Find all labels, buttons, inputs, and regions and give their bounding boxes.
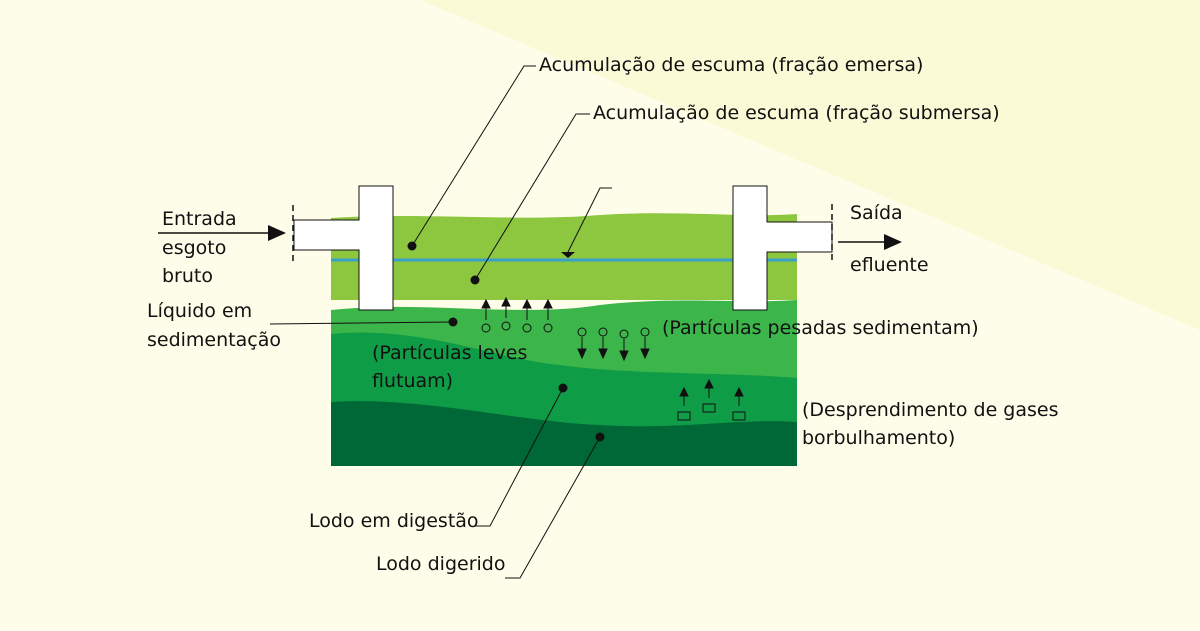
tank bbox=[331, 213, 797, 466]
inlet-pipe bbox=[293, 185, 394, 311]
outlet-pipe bbox=[732, 185, 833, 311]
leader-dots bbox=[407, 241, 605, 442]
label-light-particles-line1: (Partículas leves bbox=[372, 342, 528, 364]
circle-particle-icon bbox=[522, 323, 532, 333]
label-scum-submerged: Acumulação de escuma (fração submersa) bbox=[593, 102, 1000, 124]
leader-scum-submerged bbox=[474, 113, 590, 281]
circle-particle-icon bbox=[577, 327, 587, 337]
square-bubble-icon bbox=[732, 411, 746, 421]
digested-sludge-layer bbox=[331, 401, 797, 466]
arrow-up-icon bbox=[481, 298, 491, 320]
label-outlet-line1: Saída bbox=[850, 202, 903, 224]
inlet-arrow-icon bbox=[158, 225, 286, 241]
circle-particle-icon bbox=[619, 329, 629, 339]
label-inlet-line1: Entrada bbox=[162, 208, 237, 230]
square-bubble-icon bbox=[677, 411, 691, 421]
gas-bubbles bbox=[677, 378, 746, 421]
label-liquid-line1: Líquido em bbox=[147, 300, 253, 322]
leader-lines bbox=[269, 65, 612, 579]
label-inlet-line3: bruto bbox=[162, 265, 213, 287]
label-inlet-line2: esgoto bbox=[162, 237, 227, 259]
label-gases-line2: borbulhamento) bbox=[802, 427, 956, 449]
arrow-up-icon bbox=[522, 298, 532, 320]
label-light-particles-line2: flutuam) bbox=[372, 370, 454, 392]
label-digested-sludge: Lodo digerido bbox=[376, 553, 506, 575]
arrow-up-icon bbox=[734, 386, 744, 406]
background-highlight bbox=[420, 0, 1200, 330]
label-scum-emerged: Acumulação de escuma (fração emersa) bbox=[539, 54, 924, 76]
label-outlet-line2: efluente bbox=[850, 254, 929, 276]
label-heavy-particles: (Partículas pesadas sedimentam) bbox=[662, 317, 979, 339]
arrow-down-icon bbox=[619, 339, 629, 362]
square-bubble-icon bbox=[702, 403, 716, 413]
leader-digested bbox=[505, 436, 601, 579]
circle-particle-icon bbox=[640, 327, 650, 337]
circle-particle-icon bbox=[501, 321, 511, 331]
leader-scum-emerged bbox=[411, 65, 536, 247]
scum-layer bbox=[331, 213, 797, 300]
arrow-up-icon bbox=[679, 386, 689, 406]
arrow-down-icon bbox=[577, 337, 587, 360]
arrow-down-icon bbox=[598, 337, 608, 360]
light-particles bbox=[481, 296, 553, 333]
label-liquid-line2: sedimentação bbox=[147, 329, 281, 351]
leader-digesting bbox=[475, 387, 564, 527]
circle-particle-icon bbox=[543, 323, 553, 333]
circle-particle-icon bbox=[598, 327, 608, 337]
outlet-arrow-icon bbox=[838, 234, 902, 250]
arrow-up-icon bbox=[501, 296, 511, 318]
label-gases-line1: (Desprendimento de gases bbox=[802, 399, 1059, 421]
arrow-up-icon bbox=[704, 378, 714, 398]
arrow-up-icon bbox=[543, 298, 553, 320]
heavy-particles bbox=[577, 327, 650, 362]
label-digesting-sludge: Lodo em digestão bbox=[309, 510, 479, 532]
arrow-down-icon bbox=[640, 337, 650, 360]
leader-liquid bbox=[269, 321, 454, 325]
circle-particle-icon bbox=[481, 323, 491, 333]
leader-water-line bbox=[567, 187, 612, 253]
